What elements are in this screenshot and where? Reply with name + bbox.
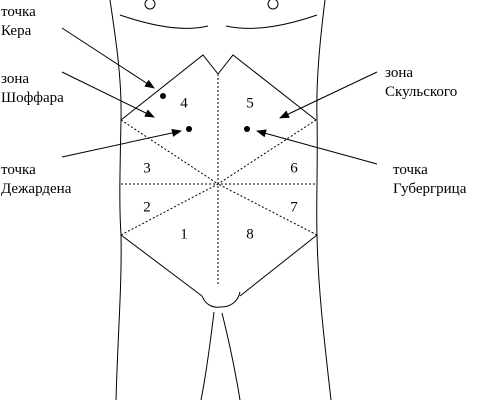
desjardins-arrow (61, 129, 182, 158)
skulsky-label-line1: зона (385, 65, 414, 81)
thigh-right-inner (221, 312, 241, 400)
gubergrits-arrow (256, 129, 378, 165)
ker-label-line2: Кера (1, 23, 32, 39)
points (160, 93, 250, 132)
ker-arrow (61, 27, 155, 89)
collarbone-left (119, 14, 209, 29)
segment-number-4: 4 (180, 95, 188, 112)
diagonal-upper-right (217, 119, 317, 185)
diagonal-upper-left (120, 119, 219, 185)
desjardins-label: точка Дежардена (1, 161, 71, 199)
torso-left-edge (109, 0, 122, 400)
shoffar-arrow (61, 71, 155, 118)
skulsky-point (244, 126, 250, 132)
segment-number-8: 8 (246, 226, 254, 243)
inguinal-right (239, 234, 318, 297)
shoffar-point (186, 126, 192, 132)
diagonal-lower-right (217, 183, 318, 236)
nipple-left (144, 0, 156, 10)
pubic-curve (201, 291, 241, 308)
segment-number-2: 2 (143, 199, 151, 216)
nipple-right (267, 0, 279, 10)
shoffar-label-line2: Шоффара (1, 90, 64, 106)
ker-label-line1: точка (1, 4, 36, 20)
desjardins-label-line2: Дежардена (1, 181, 72, 197)
gubergrits-label-line2: Губергрица (393, 181, 467, 197)
segment-number-6: 6 (290, 160, 298, 177)
ker-point (160, 93, 166, 99)
ker-label: точка Кера (1, 3, 36, 41)
arrows (61, 27, 378, 165)
skulsky-arrow (279, 71, 378, 119)
skulsky-label: зона Скульского (385, 64, 457, 102)
diagonal-lower-left (120, 183, 219, 236)
segment-number-5: 5 (246, 95, 254, 112)
skulsky-label-line2: Скульского (385, 84, 458, 100)
segment-number-7: 7 (290, 199, 298, 216)
shoffar-label: зона Шоффара (1, 70, 64, 108)
thigh-left-inner (200, 311, 215, 400)
gubergrits-label: точка Губергрица (393, 161, 466, 199)
segment-number-1: 1 (180, 226, 188, 243)
segment-number-3: 3 (143, 160, 151, 177)
segment-lines (120, 74, 318, 284)
collarbone-right (225, 14, 318, 29)
desjardins-label-line1: точка (1, 162, 36, 178)
torso-right-edge (316, 0, 332, 400)
inguinal-left (120, 234, 203, 297)
gubergrits-label-line1: точка (393, 162, 428, 178)
shoffar-label-line1: зона (1, 71, 30, 87)
